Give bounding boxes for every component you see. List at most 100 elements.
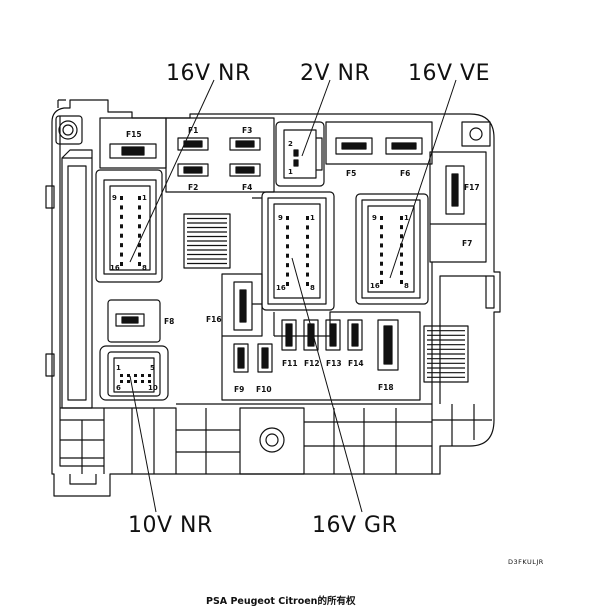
- label-2v-nr: 2V NR: [300, 61, 370, 86]
- pin-contact: [134, 374, 137, 377]
- fuse-f5: [335, 137, 373, 155]
- pin-contact: [380, 280, 383, 284]
- pin-contact: [380, 261, 383, 266]
- pin-contact: [380, 243, 383, 248]
- fuse-f17: [445, 165, 465, 215]
- pin-a-8: 8: [142, 264, 147, 272]
- pin-contact: [148, 374, 151, 377]
- fuse-label-f12: F12: [304, 359, 320, 368]
- pin-contact: [380, 252, 383, 257]
- connector-16v-nr: [95, 169, 163, 283]
- fuse-f3: [229, 137, 261, 151]
- pin-contact: [400, 216, 403, 220]
- pin-contact: [120, 196, 123, 200]
- pin-contact: [400, 280, 403, 284]
- mount-hole-top-right: [461, 121, 491, 147]
- pin-contact: [286, 234, 289, 239]
- pin-contact: [286, 282, 289, 286]
- pin-contact: [306, 282, 309, 286]
- pin-d-6: 6: [116, 384, 121, 392]
- pin-contact: [286, 263, 289, 268]
- fuse-label-f14: F14: [348, 359, 364, 368]
- pin-contact: [286, 216, 289, 220]
- right-rail: [431, 262, 486, 404]
- fuse-label-f8: F8: [164, 317, 174, 326]
- fuse-f9: [233, 343, 249, 373]
- two-pin-connector: [275, 121, 325, 187]
- pin-contact: [120, 224, 123, 229]
- label-16v-gr: 16V GR: [312, 513, 397, 538]
- pin-contact: [134, 380, 137, 383]
- pin-contact: [120, 262, 123, 266]
- reference-code: D3FKULJR: [508, 558, 544, 566]
- pin-contact: [380, 225, 383, 230]
- pin-contact: [400, 252, 403, 257]
- pin-2v-2: 2: [288, 140, 293, 148]
- pin-b-9: 9: [278, 214, 283, 222]
- mount-hole-top-left: [55, 115, 83, 145]
- connector-10v-nr: [99, 345, 169, 401]
- pin-d-10: 10: [148, 384, 158, 392]
- pin-contact: [120, 205, 123, 210]
- bottom-structure: [60, 403, 492, 485]
- pin-contact: [141, 374, 144, 377]
- left-rail: [61, 149, 93, 409]
- fuse-label-f17: F17: [464, 183, 480, 192]
- pin-contact: [306, 253, 309, 258]
- f17-f7-block: [429, 151, 487, 263]
- housing-outline: [45, 99, 501, 497]
- fuse-f8-block: [107, 299, 161, 343]
- fuse-f10: [257, 343, 273, 373]
- fuse-f2: [177, 163, 209, 177]
- pin-contact: [400, 234, 403, 239]
- pin-contact: [120, 252, 123, 257]
- pin-contact: [400, 243, 403, 248]
- pin-contact: [306, 216, 309, 220]
- pin-contact: [138, 243, 141, 248]
- pin-contact: [120, 233, 123, 238]
- pin-contact: [400, 225, 403, 230]
- pin-contact: [138, 205, 141, 210]
- fuse-label-f15: F15: [126, 130, 142, 139]
- fuse-label-f11: F11: [282, 359, 298, 368]
- grille-frame: [423, 325, 469, 383]
- fuse-label-f2: F2: [188, 183, 198, 192]
- pin-contact: [138, 233, 141, 238]
- connector-16v-gr: [252, 191, 335, 311]
- fuse-f15: [109, 143, 157, 159]
- copyright-text: PSA Peugeot Citroen的所有权: [206, 595, 356, 606]
- fuse-f13: [325, 319, 341, 351]
- label-16v-ve: 16V VE: [408, 61, 490, 86]
- pin-contact: [286, 272, 289, 277]
- pin-a-1: 1: [142, 194, 147, 202]
- pin-c-16: 16: [370, 282, 380, 290]
- fuse-f11: [281, 319, 297, 351]
- fuse-label-f16: F16: [206, 315, 222, 324]
- pin-contact: [127, 374, 130, 377]
- pin-contact: [306, 272, 309, 277]
- pin-contact: [286, 253, 289, 258]
- pin-contact: [120, 243, 123, 248]
- fuse-f18: [377, 319, 399, 371]
- pin-contact: [138, 252, 141, 257]
- pin-contact: [127, 380, 130, 383]
- f15-slot: [99, 117, 167, 169]
- pin-contact: [400, 270, 403, 275]
- fuse-f4: [229, 163, 261, 177]
- pin-contact: [306, 234, 309, 239]
- pin-contact: [380, 216, 383, 220]
- pin-contact: [138, 262, 141, 266]
- leader-lines: [129, 79, 457, 513]
- fuse-f14: [347, 319, 363, 351]
- pin-contact: [400, 261, 403, 266]
- pin-c-1: 1: [404, 214, 409, 222]
- pin-contact: [120, 380, 123, 383]
- pin-contact: [286, 225, 289, 230]
- f5-f6-block: [325, 121, 433, 165]
- pin-a-9: 9: [112, 194, 117, 202]
- pin-c-8: 8: [404, 282, 409, 290]
- pin-contact: [380, 270, 383, 275]
- label-10v-nr: 10V NR: [128, 513, 213, 538]
- fuse-label-f7: F7: [462, 239, 472, 248]
- f1-f4-block: [165, 117, 275, 193]
